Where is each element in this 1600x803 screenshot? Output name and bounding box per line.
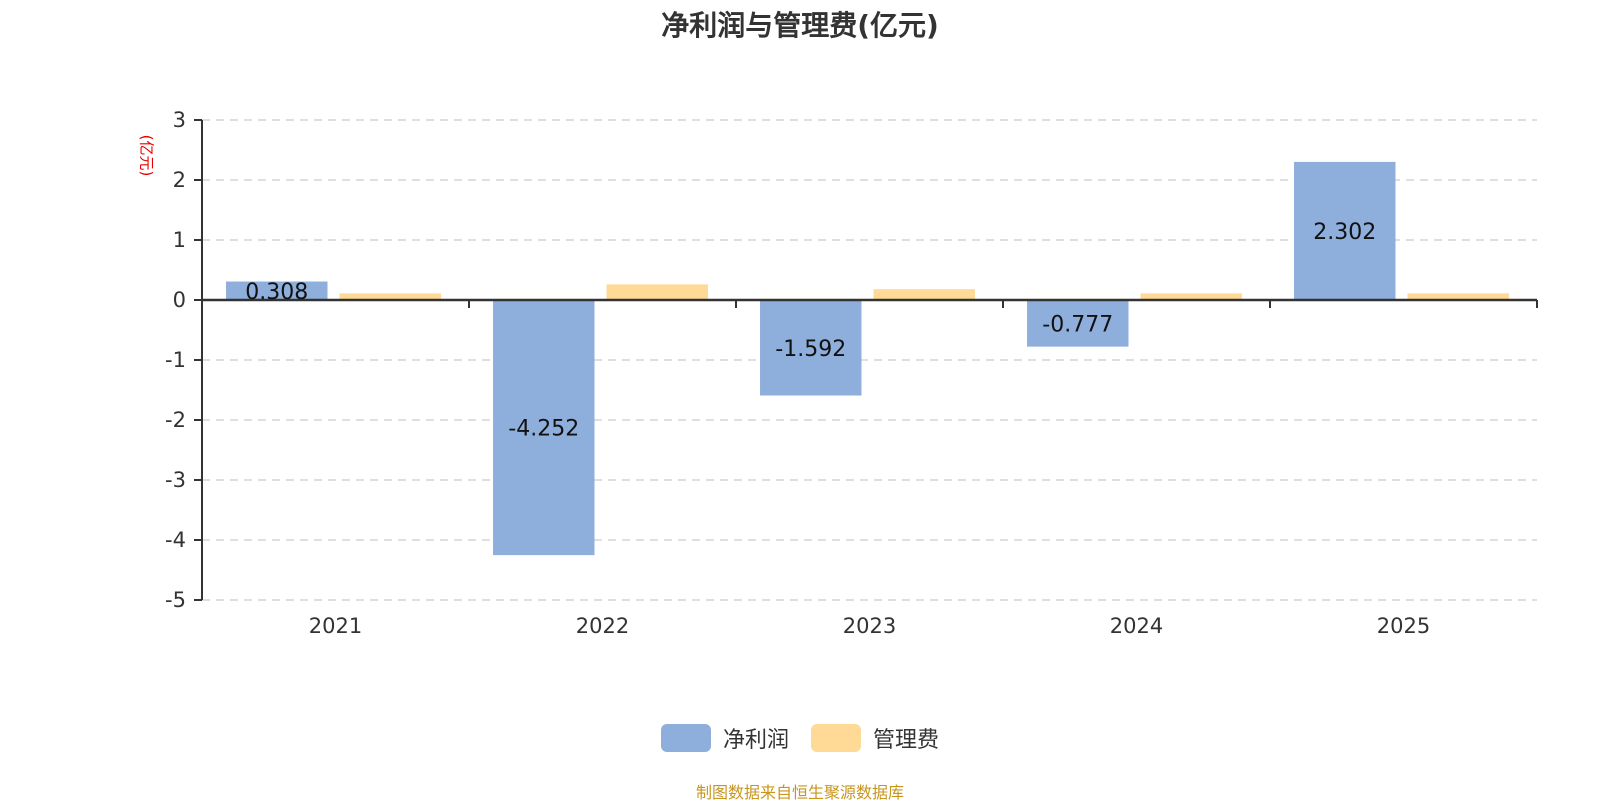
y-tick-label: -1 [165,348,186,372]
bar-net-profit [493,300,595,556]
data-label: 0.308 [245,280,308,305]
bar-net-profit [1294,161,1396,300]
bar-admin-expense [1140,293,1242,300]
bars [226,161,1509,556]
x-tick-label: 2024 [1110,614,1163,638]
bar-admin-expense [339,293,441,300]
legend: 净利润 管理费 [0,722,1600,754]
labels: 3 2 1 0 -1 -2 -3 -4 -5 0.308 2021 -4.252 2022 -1.592 2… [165,108,1430,638]
y-tick-label: 3 [173,108,186,132]
legend-label-admin-expense: 管理费 [873,728,940,753]
data-label: -4.252 [508,417,579,442]
bar-net-profit [226,281,328,300]
data-label: -0.777 [1042,312,1113,337]
bar-net-profit [1027,300,1129,347]
y-tick-label: -4 [165,528,186,552]
legend-swatch-admin-expense [811,724,861,752]
x-tick-label: 2025 [1377,614,1430,638]
y-tick-label: 2 [173,168,186,192]
data-label: 2.302 [1313,220,1376,245]
legend-label-net-profit: 净利润 [722,728,789,753]
y-tick-label: -2 [165,408,186,432]
y-tick-label: -3 [165,468,186,492]
chart-title: 净利润与管理费(亿元) [661,9,939,42]
bar-admin-expense [873,289,975,300]
x-tick-label: 2023 [843,614,896,638]
data-label: -1.592 [775,337,846,362]
axes [194,119,1538,601]
legend-swatch-net-profit [660,724,711,752]
bar-net-profit [760,300,862,396]
x-tick-label: 2021 [309,614,362,638]
data-source-note: 制图数据来自恒生聚源数据库 [695,783,904,802]
legend-item-net-profit[interactable]: 净利润 [660,722,789,754]
legend-item-admin-expense[interactable]: 管理费 [811,722,939,754]
bar-admin-expense [1407,293,1509,300]
bar-admin-expense [606,284,708,300]
x-tick-label: 2022 [576,614,629,638]
y-tick-label: 1 [173,228,186,252]
y-tick-label: 0 [173,288,186,312]
y-tick-label: -5 [165,588,186,612]
